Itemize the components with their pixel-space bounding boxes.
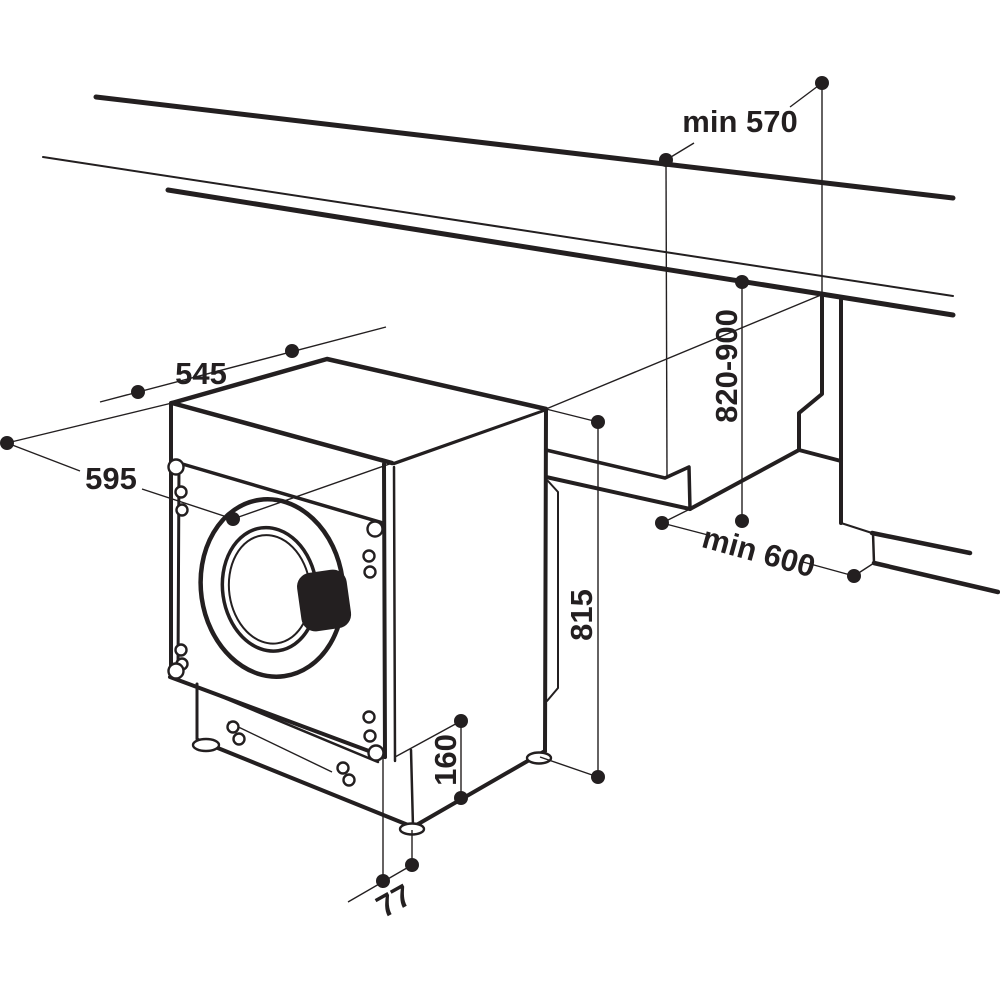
dimension-545: 545 — [99, 326, 387, 403]
worktop — [42, 94, 956, 318]
screw-holes-right — [362, 520, 385, 762]
dimension-label-160: 160 — [428, 734, 463, 786]
dimension-77: 77 — [347, 757, 419, 924]
dimension-595: 595 — [0, 294, 822, 526]
washing-machine — [167, 356, 559, 836]
foot-front-left — [191, 737, 221, 753]
base-holes — [226, 720, 356, 787]
dimension-label-545: 545 — [175, 356, 227, 391]
dimension-160: 160 — [394, 714, 468, 805]
dimension-label-820-900: 820-900 — [709, 309, 744, 423]
dimension-label-min-570: min 570 — [682, 104, 797, 139]
dimension-815: 815 — [539, 408, 605, 784]
screw-holes-left — [167, 458, 189, 680]
door-handle — [297, 569, 352, 632]
dimension-label-815: 815 — [564, 589, 599, 641]
dimension-label-min-600: min 600 — [699, 520, 820, 585]
dimension-min-570: min 570 — [659, 76, 829, 479]
adjacent-cabinet — [797, 295, 1000, 595]
dimension-820-900: 820-900 — [709, 275, 749, 528]
dimension-label-595: 595 — [85, 461, 137, 496]
niche-floor-edge — [544, 448, 801, 511]
foot-back-right — [525, 751, 553, 765]
